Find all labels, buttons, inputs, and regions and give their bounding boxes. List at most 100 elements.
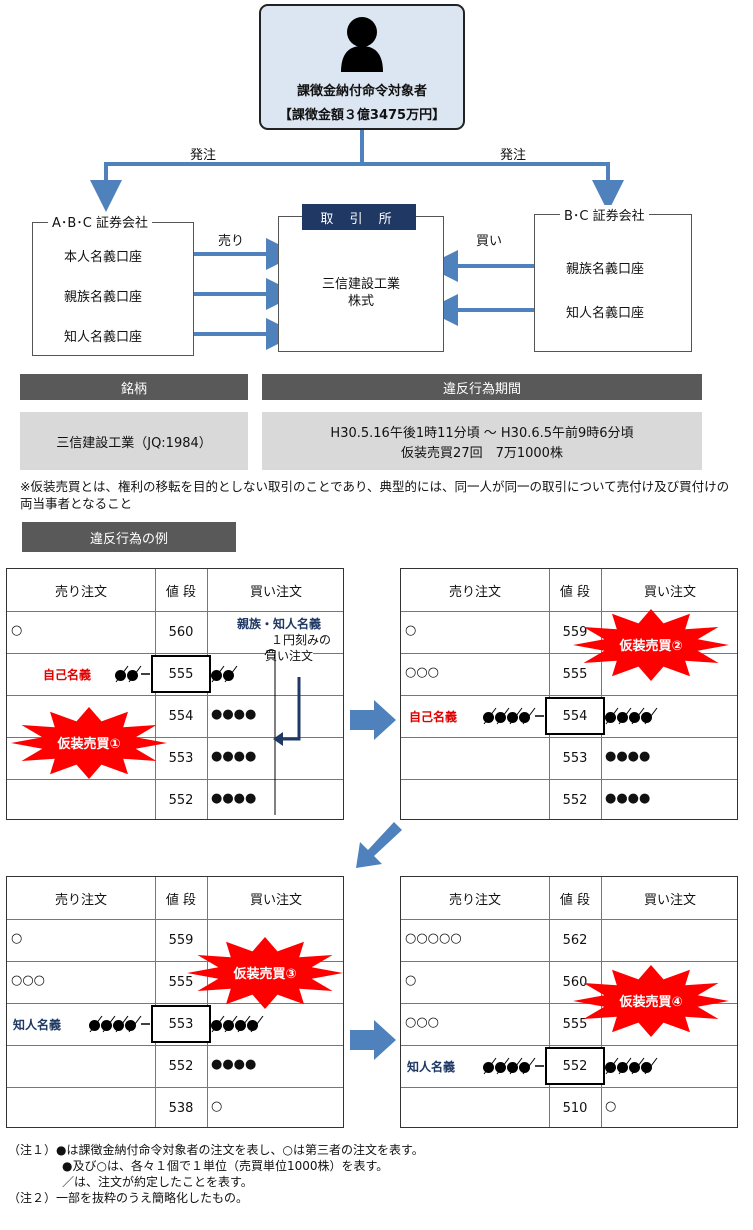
- left-firm-title: A･B･C 証券会社: [48, 212, 153, 231]
- executed-buy-dots: [211, 1018, 259, 1033]
- account-label: 知人名義: [407, 1060, 456, 1074]
- example-title: 違反行為の例: [22, 522, 236, 552]
- sell-orders: ○: [11, 931, 23, 946]
- book-header-price: 値 段: [165, 892, 197, 908]
- price-cell: 552: [168, 792, 194, 808]
- book-header-buy: 買い注文: [249, 892, 302, 908]
- executed-sell-dots: [483, 710, 531, 725]
- price-cell: 554: [168, 708, 194, 724]
- executed-buy-dots: [211, 668, 235, 683]
- book-header-price: 値 段: [165, 584, 197, 600]
- buy-orders: ●●●●: [211, 1057, 257, 1072]
- svg-text:仮装売買②: 仮装売買②: [618, 638, 682, 654]
- buy-orders: ○: [211, 1099, 223, 1114]
- price-cell: 553: [168, 750, 194, 766]
- fake-trade-burst-icon: 仮装売買④: [573, 965, 729, 1037]
- account-label: 知人名義: [13, 1018, 62, 1032]
- account-label: 自己名義: [43, 668, 92, 682]
- svg-text:仮装売買③: 仮装売買③: [232, 966, 296, 982]
- sell-label: 売り: [218, 234, 245, 249]
- book-header-sell: 売り注文: [54, 892, 107, 908]
- price-cell: 559: [168, 932, 194, 948]
- arrow-down-left-icon: [356, 822, 402, 868]
- sell-orders: ○○○: [11, 973, 46, 988]
- book-header-buy: 買い注文: [249, 584, 302, 600]
- right-firm-title: B･C 証券会社: [560, 205, 649, 224]
- arrow-right-icon: [350, 700, 396, 740]
- svg-text:仮装売買①: 仮装売買①: [56, 736, 120, 752]
- self-trade-price: 553: [151, 1005, 211, 1043]
- sell-orders: ○: [405, 973, 417, 988]
- book-header-price: 値 段: [559, 892, 591, 908]
- right-firm-box: [534, 214, 692, 352]
- flow-arrows: [90, 130, 624, 350]
- fake-trade-burst-icon: 仮装売買②: [573, 609, 729, 681]
- executed-buy-dots: [605, 1060, 653, 1075]
- sell-orders: ○○○○○: [405, 931, 462, 946]
- stock-name: 三信建設工業 株式: [321, 277, 400, 309]
- buy-orders: ○: [605, 1099, 617, 1114]
- period-header: 違反行為期間: [262, 374, 702, 400]
- bracket-note-line: １円刻みの: [271, 631, 332, 648]
- order-label-left: 発注: [190, 148, 217, 163]
- left-account-acquaintance: 知人名義口座: [64, 330, 143, 345]
- footnote: ※仮装売買とは、権利の移転を目的としない取引のことであり、典型的には、同一人が同…: [20, 479, 730, 511]
- period-line-1: H30.5.16午後1時11分頃 ～ H30.6.5午前9時6分頃: [330, 426, 634, 441]
- book-header-sell: 売り注文: [448, 892, 501, 908]
- book-header-buy: 買い注文: [643, 584, 696, 600]
- price-cell: 562: [562, 932, 588, 948]
- executed-buy-dots: [605, 710, 653, 725]
- book-header-buy: 買い注文: [643, 892, 696, 908]
- buy-label: 買い: [476, 234, 503, 249]
- executed-sell-dots: [115, 668, 139, 683]
- account-label: 自己名義: [409, 710, 458, 724]
- note-2: （注２）一部を抜粋のうえ簡略化したもの。: [8, 1191, 249, 1205]
- person-icon: [341, 17, 383, 72]
- left-account-self: 本人名義口座: [64, 250, 143, 265]
- book-header-price: 値 段: [559, 584, 591, 600]
- period-line-2: 仮装売買27回 7万1000株: [401, 446, 563, 461]
- price-cell: 552: [562, 792, 588, 808]
- sell-orders: ○: [11, 623, 23, 638]
- book-header-sell: 売り注文: [54, 584, 107, 600]
- buy-orders: ●●●●: [605, 791, 651, 806]
- note-1c: ／は、注文が約定したことを表す。: [62, 1175, 253, 1189]
- self-trade-price: 555: [151, 655, 211, 693]
- bracket-note-line: 買い注文: [265, 647, 314, 664]
- price-cell: 553: [562, 750, 588, 766]
- bracket-note-title: 親族・知人名義: [237, 615, 322, 632]
- price-cell: 510: [562, 1100, 588, 1116]
- exchange-box: [278, 216, 444, 352]
- price-cell: 560: [168, 624, 194, 640]
- book-header-sell: 売り注文: [448, 584, 501, 600]
- target-person-box: 課徴金納付命令対象者 【課徴金額３億3475万円】: [259, 4, 465, 130]
- self-trade-price: 554: [545, 697, 605, 735]
- arrow-right-icon-2: [350, 1020, 396, 1060]
- executed-sell-dots: [89, 1018, 137, 1033]
- fake-trade-burst-icon: 仮装売買①: [11, 707, 167, 779]
- left-account-relative: 親族名義口座: [64, 290, 143, 305]
- note-1b: ●及び○は、各々１個で１単位（売買単位1000株）を表す。: [62, 1159, 389, 1173]
- executed-sell-dots: [483, 1060, 531, 1075]
- fake-trade-burst-icon: 仮装売買③: [187, 937, 343, 1009]
- period-cell: H30.5.16午後1時11分頃 ～ H30.6.5午前9時6分頃 仮装売買27…: [262, 412, 702, 470]
- sell-orders: ○○○: [405, 665, 440, 680]
- brand-header: 銘柄: [20, 374, 248, 400]
- sell-orders: ○○○: [405, 1015, 440, 1030]
- price-cell: 555: [168, 974, 194, 990]
- brand-value: 三信建設工業（JQ:1984）: [20, 412, 248, 470]
- fine-amount: 【課徴金額３億3475万円】: [278, 108, 446, 123]
- price-cell: 559: [562, 624, 588, 640]
- order-label-right: 発注: [500, 148, 527, 163]
- target-title: 課徴金納付命令対象者: [296, 84, 427, 99]
- right-account-acquaintance: 知人名義口座: [566, 306, 645, 321]
- buy-orders: ●●●●: [211, 791, 257, 806]
- svg-text:仮装売買④: 仮装売買④: [618, 994, 682, 1010]
- price-cell: 552: [168, 1058, 194, 1074]
- price-cell: 538: [168, 1100, 194, 1116]
- buy-orders: ●●●●: [605, 749, 651, 764]
